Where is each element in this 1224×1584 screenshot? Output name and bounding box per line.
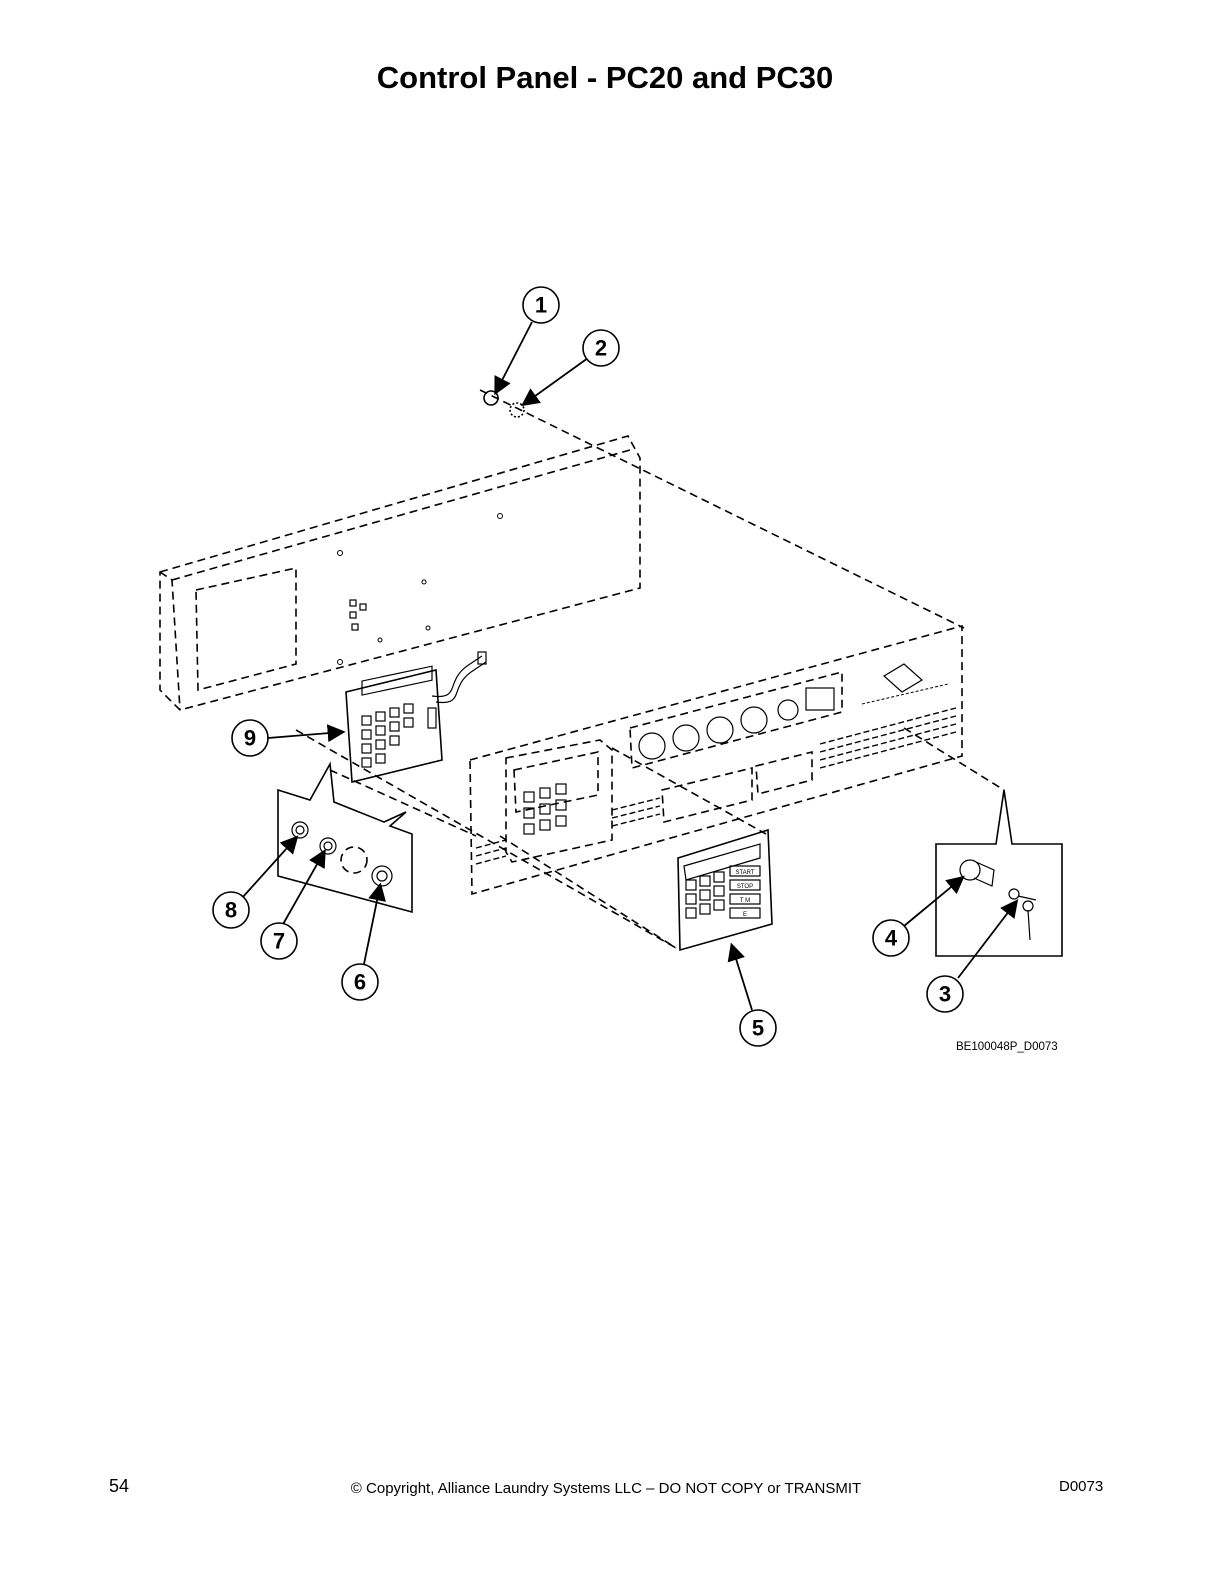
assembly-lines xyxy=(295,389,1005,949)
keypad-start-label: START xyxy=(735,870,754,876)
callout-8: 8 xyxy=(212,891,250,929)
button-detail-box xyxy=(277,761,413,914)
keypad-stop-label: STOP xyxy=(737,884,753,890)
callout-1: 1 xyxy=(522,286,560,324)
page-number: 54 xyxy=(109,1476,130,1496)
leader-arrows xyxy=(241,321,1019,1011)
svg-text:2: 2 xyxy=(595,336,607,361)
diagram-code: BE100048P_D0073 xyxy=(956,1041,1058,1053)
callout-6: 6 xyxy=(341,963,379,1001)
front-panel xyxy=(469,624,963,896)
svg-text:8: 8 xyxy=(225,898,237,923)
nut-washer xyxy=(483,390,525,418)
document-code: D0073 xyxy=(1059,1478,1104,1495)
page-title: Control Panel - PC20 and PC30 xyxy=(376,60,834,95)
keypad-overlay: START STOP T M E xyxy=(677,828,773,952)
callout-4: 4 xyxy=(872,919,910,957)
svg-text:5: 5 xyxy=(752,1016,764,1041)
svg-text:6: 6 xyxy=(354,970,366,995)
keypad-enter-label: E xyxy=(743,912,747,918)
svg-text:9: 9 xyxy=(244,726,256,751)
copyright-notice: © Copyright, Alliance Laundry Systems LL… xyxy=(350,1480,862,1497)
svg-text:3: 3 xyxy=(939,982,951,1007)
callout-3: 3 xyxy=(926,975,964,1013)
keyswitch-detail-box xyxy=(935,789,1063,957)
svg-text:1: 1 xyxy=(535,293,547,318)
keypad-tmode-label: T M xyxy=(740,898,750,904)
control-board xyxy=(345,651,487,784)
callout-2: 2 xyxy=(582,329,620,367)
callout-9: 9 xyxy=(231,719,269,757)
svg-text:7: 7 xyxy=(273,929,285,954)
callout-7: 7 xyxy=(260,922,298,960)
svg-text:4: 4 xyxy=(885,926,898,951)
callout-5: 5 xyxy=(739,1009,777,1047)
rear-housing xyxy=(159,435,641,711)
